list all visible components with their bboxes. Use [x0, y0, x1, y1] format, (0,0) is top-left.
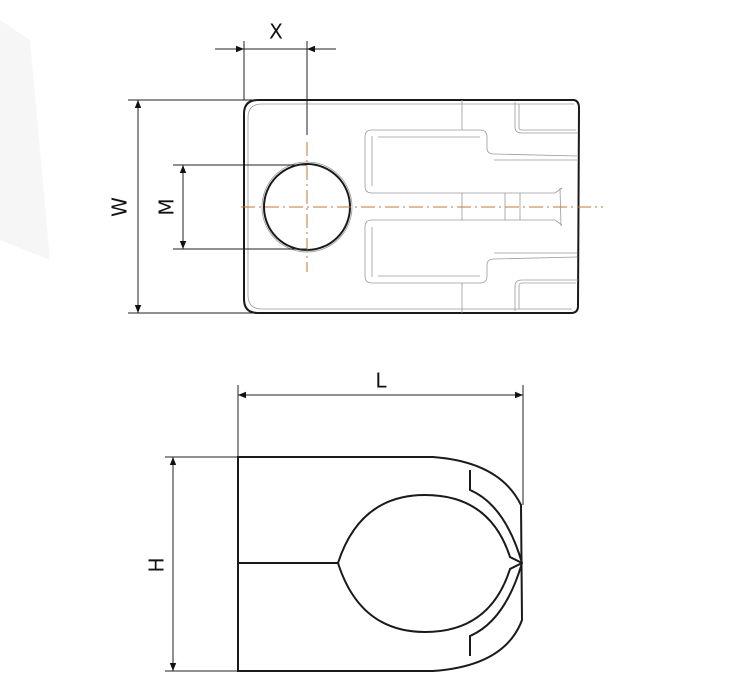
- dimension-label-m: M: [155, 198, 179, 215]
- upper-slot: [364, 129, 578, 194]
- side-body-outline: [237, 456, 524, 672]
- dimension-label-w: W: [108, 197, 132, 217]
- dimension-label-l: L: [375, 369, 387, 393]
- lower-right-notch: [514, 279, 578, 311]
- dimension-w: W: [108, 99, 258, 314]
- dimension-label-h: H: [145, 557, 169, 572]
- dimension-h: H: [145, 456, 238, 672]
- side-view: L H: [145, 369, 524, 672]
- top-body-inner-edge: [247, 103, 574, 310]
- background-shade: [0, 20, 50, 260]
- top-body-outline: [243, 99, 581, 314]
- clamp-bore: [337, 493, 523, 634]
- dimension-l: L: [237, 369, 524, 505]
- lower-slot: [364, 219, 578, 284]
- upper-right-notch: [514, 102, 578, 134]
- dimension-x: X: [215, 20, 336, 135]
- groove: [469, 470, 524, 656]
- dimension-m: M: [155, 164, 307, 250]
- dimension-label-x: X: [269, 20, 283, 44]
- top-view: X W M: [108, 20, 603, 314]
